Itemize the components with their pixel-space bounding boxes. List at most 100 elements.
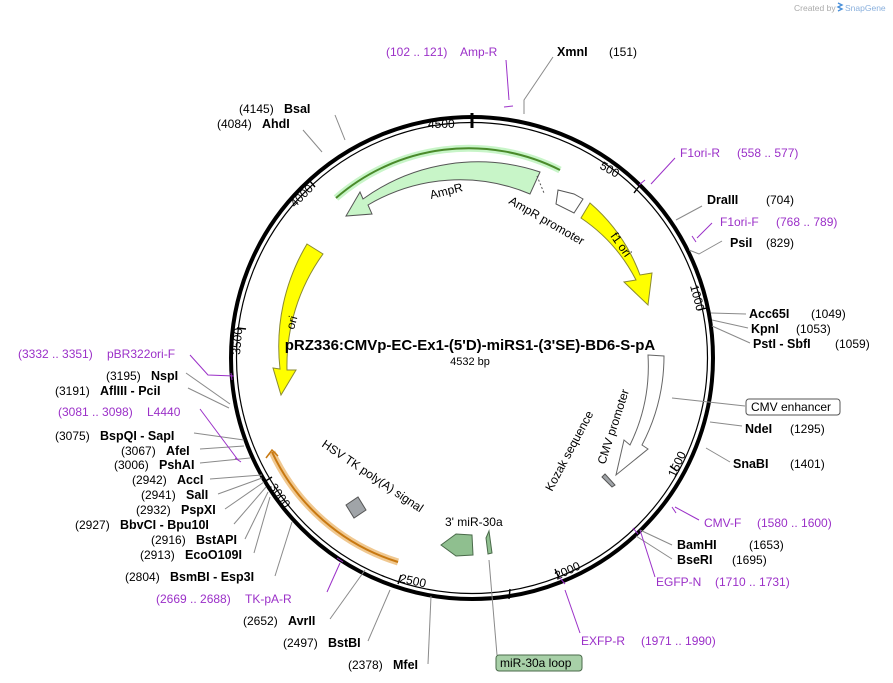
site-position: (2497) [283,636,318,650]
site-position: (2941) [141,488,176,502]
site-position: (2932) [136,503,171,517]
site-name: BstAPI [196,533,237,547]
plasmid-size: 4532 bp [450,356,490,368]
primer-name: F1ori-F [720,215,759,229]
mir30a-loop-label: miR-30a loop [500,656,572,670]
mir30a-loop-feature[interactable] [485,529,493,555]
ori-arrow[interactable] [272,243,324,397]
kozak-feature[interactable] [601,473,616,488]
primer-name: EXFP-R [581,634,625,648]
primer-name: TK-pA-R [245,592,292,606]
cmv-enhancer-label: CMV enhancer [751,400,831,414]
tick-mark [508,588,511,600]
primer-name: CMV-F [704,516,741,530]
tick-mark [397,574,402,585]
site-position: (3191) [55,384,90,398]
tick-mark [236,327,247,330]
ampr-promoter-arrow[interactable] [555,189,584,214]
tick-label: 3500 [229,327,245,355]
site-name: BseRI [677,553,712,567]
site-name: KpnI [751,322,779,336]
hsv-tk-highlight-glow [268,450,400,566]
site-position: (2652) [243,614,278,628]
primer-name: F1ori-R [680,146,720,160]
site-labels-right: XmnI (151) DraIII (704) PsiI (829) Acc65… [557,45,870,567]
tick-label: 1000 [687,283,708,313]
hsv-tk-feature[interactable] [345,496,367,519]
primer-range: (3081 .. 3098) [58,405,133,419]
site-position: (1653) [749,538,784,552]
cmv-promoter-arrow[interactable] [615,354,665,477]
kozak-label: Kozak sequence [542,408,596,493]
site-name: EcoO109I [185,548,242,562]
site-name: NdeI [745,422,772,436]
primer-range: (1971 .. 1990) [641,634,716,648]
site-name: AfeI [166,444,190,458]
tick-label: 2500 [398,571,427,590]
site-name: SnaBI [733,457,768,471]
site-name: AccI [177,473,203,487]
primer-name: L4440 [147,405,181,419]
tick-mark [697,307,708,311]
site-name: SalI [186,488,208,502]
primer-labels: (102 .. 121) Amp-R F1ori-R (558 .. 577) … [18,45,837,648]
primer-name: pBR322ori-F [107,347,175,361]
ampr-arrow[interactable] [345,161,541,217]
site-labels-left: (4145) BsaI (4084) AhdI (3195) NspI (319… [55,102,418,672]
site-name: PspXI [181,503,216,517]
tick-marks [236,179,708,600]
site-name: XmnI [557,45,588,59]
tick-label: 1500 [665,449,689,479]
site-position: (1049) [811,307,846,321]
primer-range: (2669 .. 2688) [156,592,231,606]
site-position: (3075) [55,429,90,443]
tick-mark [669,465,678,472]
site-position: (3006) [114,458,149,472]
ori-label: ori [283,314,300,331]
primer-range: (3332 .. 3351) [18,347,93,361]
site-name: PsiI [730,236,752,250]
cmv-enhancer-box[interactable] [745,398,841,416]
site-position: (2942) [132,473,167,487]
site-position: (2916) [151,533,186,547]
primer-range: (1710 .. 1731) [715,575,790,589]
tick-mark [263,476,273,483]
mir30a-arrow[interactable] [440,533,474,557]
site-position: (3195) [106,369,141,383]
site-position: (1401) [790,457,825,471]
site-name: BsaI [284,102,310,116]
site-position: (4084) [217,117,252,131]
site-position: (1295) [790,422,825,436]
plasmid-name: pRZ336:CMVp-EC-Ex1-(5'D)-miRS1-(3'SE)-BD… [285,337,656,354]
tick-mark [554,568,560,579]
snapgene-logo-icon [836,2,844,12]
hsv-tk-label: HSV TK poly(A) signal [319,437,426,515]
site-position: (704) [766,193,794,207]
site-name: AhdI [262,117,290,131]
mir30a-loop-box[interactable] [495,654,583,672]
site-name: BstBI [328,636,361,650]
site-name: BspQI - SapI [100,429,174,443]
site-leader-lines [185,56,751,665]
site-name: Acc65I [749,307,789,321]
site-position: (151) [609,45,637,59]
site-name: PstI - SbfI [753,337,811,351]
site-position: (2378) [348,658,383,672]
site-name: AvrII [288,614,315,628]
site-position: (2804) [125,570,160,584]
ampr-highlight-arc [335,147,561,199]
primer-range: (768 .. 789) [776,215,837,229]
f1-ori-arrow[interactable] [580,202,653,307]
site-position: (3067) [121,444,156,458]
primer-name: EGFP-N [656,575,701,589]
site-name: PshAI [159,458,194,472]
tick-label: 4500 [428,117,455,131]
site-name: NspI [151,369,178,383]
primer-leader-lines [189,59,713,634]
site-position: (4145) [239,102,274,116]
hsv-tk-highlight-arc [271,451,399,563]
credit-brand: SnapGene [845,3,886,13]
site-position: (1059) [835,337,870,351]
site-name: BsmBI - Esp3I [170,570,254,584]
